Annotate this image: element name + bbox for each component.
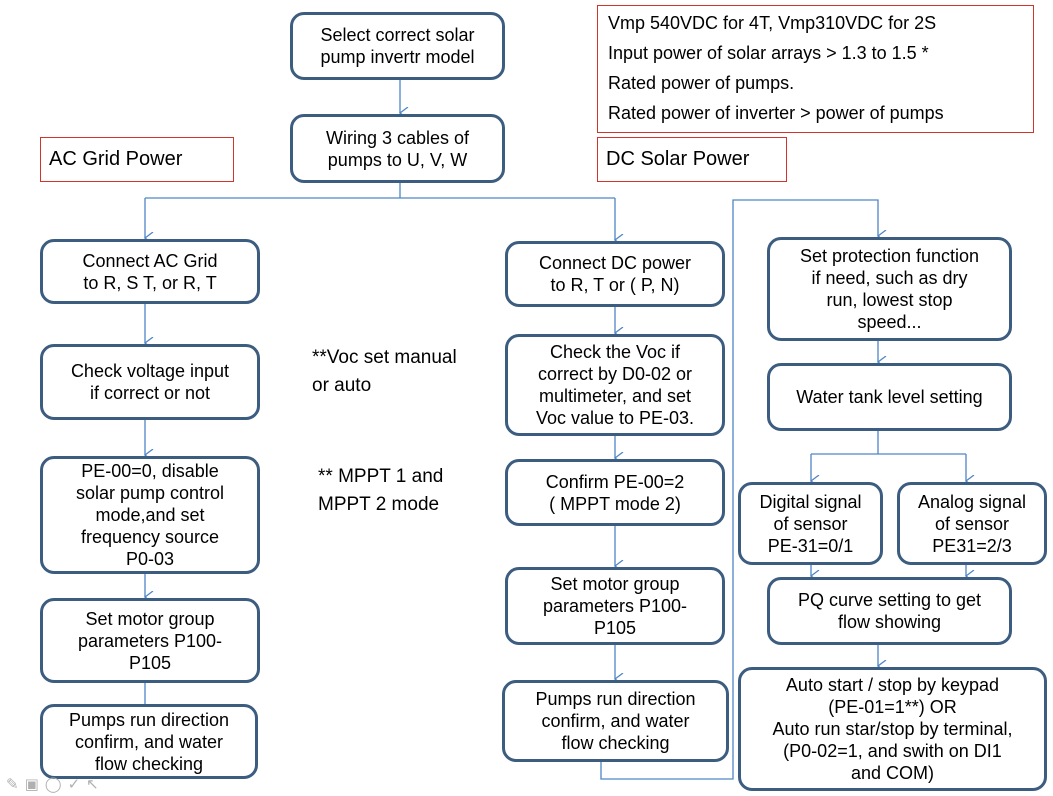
- highlighter-icon[interactable]: ✓: [67, 776, 81, 793]
- step-ac-connect: Connect AC Grid to R, S T, or R, T: [40, 239, 260, 304]
- pen-icon[interactable]: ✎: [6, 776, 19, 793]
- dc-solar-power-label: DC Solar Power: [597, 137, 787, 182]
- spec-line-rated-pumps: Rated power of pumps.: [608, 73, 795, 93]
- step-auto-start: Auto start / stop by keypad (PE-01=1**) …: [738, 667, 1047, 791]
- step-pq-curve: PQ curve setting to get flow showing: [767, 577, 1012, 645]
- step-digital-signal: Digital signal of sensor PE-31=0/1: [738, 482, 883, 565]
- step-dc-check-voc: Check the Voc if correct by D0-02 or mul…: [505, 334, 725, 436]
- step-water-tank: Water tank level setting: [767, 363, 1012, 431]
- spec-note: Vmp 540VDC for 4T, Vmp310VDC for 2S Inpu…: [597, 5, 1034, 133]
- slide-icon[interactable]: ▣: [24, 776, 39, 793]
- step-protection: Set protection function if need, such as…: [767, 237, 1012, 341]
- ac-grid-power-label: AC Grid Power: [40, 137, 234, 182]
- step-analog-signal: Analog signal of sensor PE31=2/3: [897, 482, 1047, 565]
- note-voc: **Voc set manual or auto: [312, 347, 457, 396]
- step-select-model: Select correct solar pump invertr model: [290, 12, 505, 80]
- spec-line-vmp: Vmp 540VDC for 4T, Vmp310VDC for 2S: [608, 13, 937, 33]
- step-ac-motor-params: Set motor group parameters P100- P105: [40, 598, 260, 683]
- step-dc-motor-params: Set motor group parameters P100- P105: [505, 567, 725, 645]
- pointer-icon[interactable]: ↖: [86, 776, 99, 793]
- step-dc-run-direction: Pumps run direction confirm, and water f…: [502, 680, 729, 762]
- step-ac-check-voltage: Check voltage input if correct or not: [40, 344, 260, 420]
- slide-toolbar: ✎ ▣ ◯ ✓ ↖: [6, 775, 99, 793]
- spec-line-input-power: Input power of solar arrays > 1.3 to 1.5…: [608, 43, 929, 63]
- step-wiring: Wiring 3 cables of pumps to U, V, W: [290, 114, 505, 183]
- step-ac-pe00: PE-00=0, disable solar pump control mode…: [40, 456, 260, 574]
- spec-line-rated-inverter: Rated power of inverter > power of pumps: [608, 103, 944, 123]
- step-dc-connect: Connect DC power to R, T or ( P, N): [505, 241, 725, 307]
- note-mppt: ** MPPT 1 and MPPT 2 mode: [318, 466, 444, 515]
- step-dc-confirm-pe00: Confirm PE-00=2 ( MPPT mode 2): [505, 459, 725, 526]
- step-ac-run-direction: Pumps run direction confirm, and water f…: [40, 704, 258, 779]
- eraser-icon[interactable]: ◯: [44, 776, 62, 793]
